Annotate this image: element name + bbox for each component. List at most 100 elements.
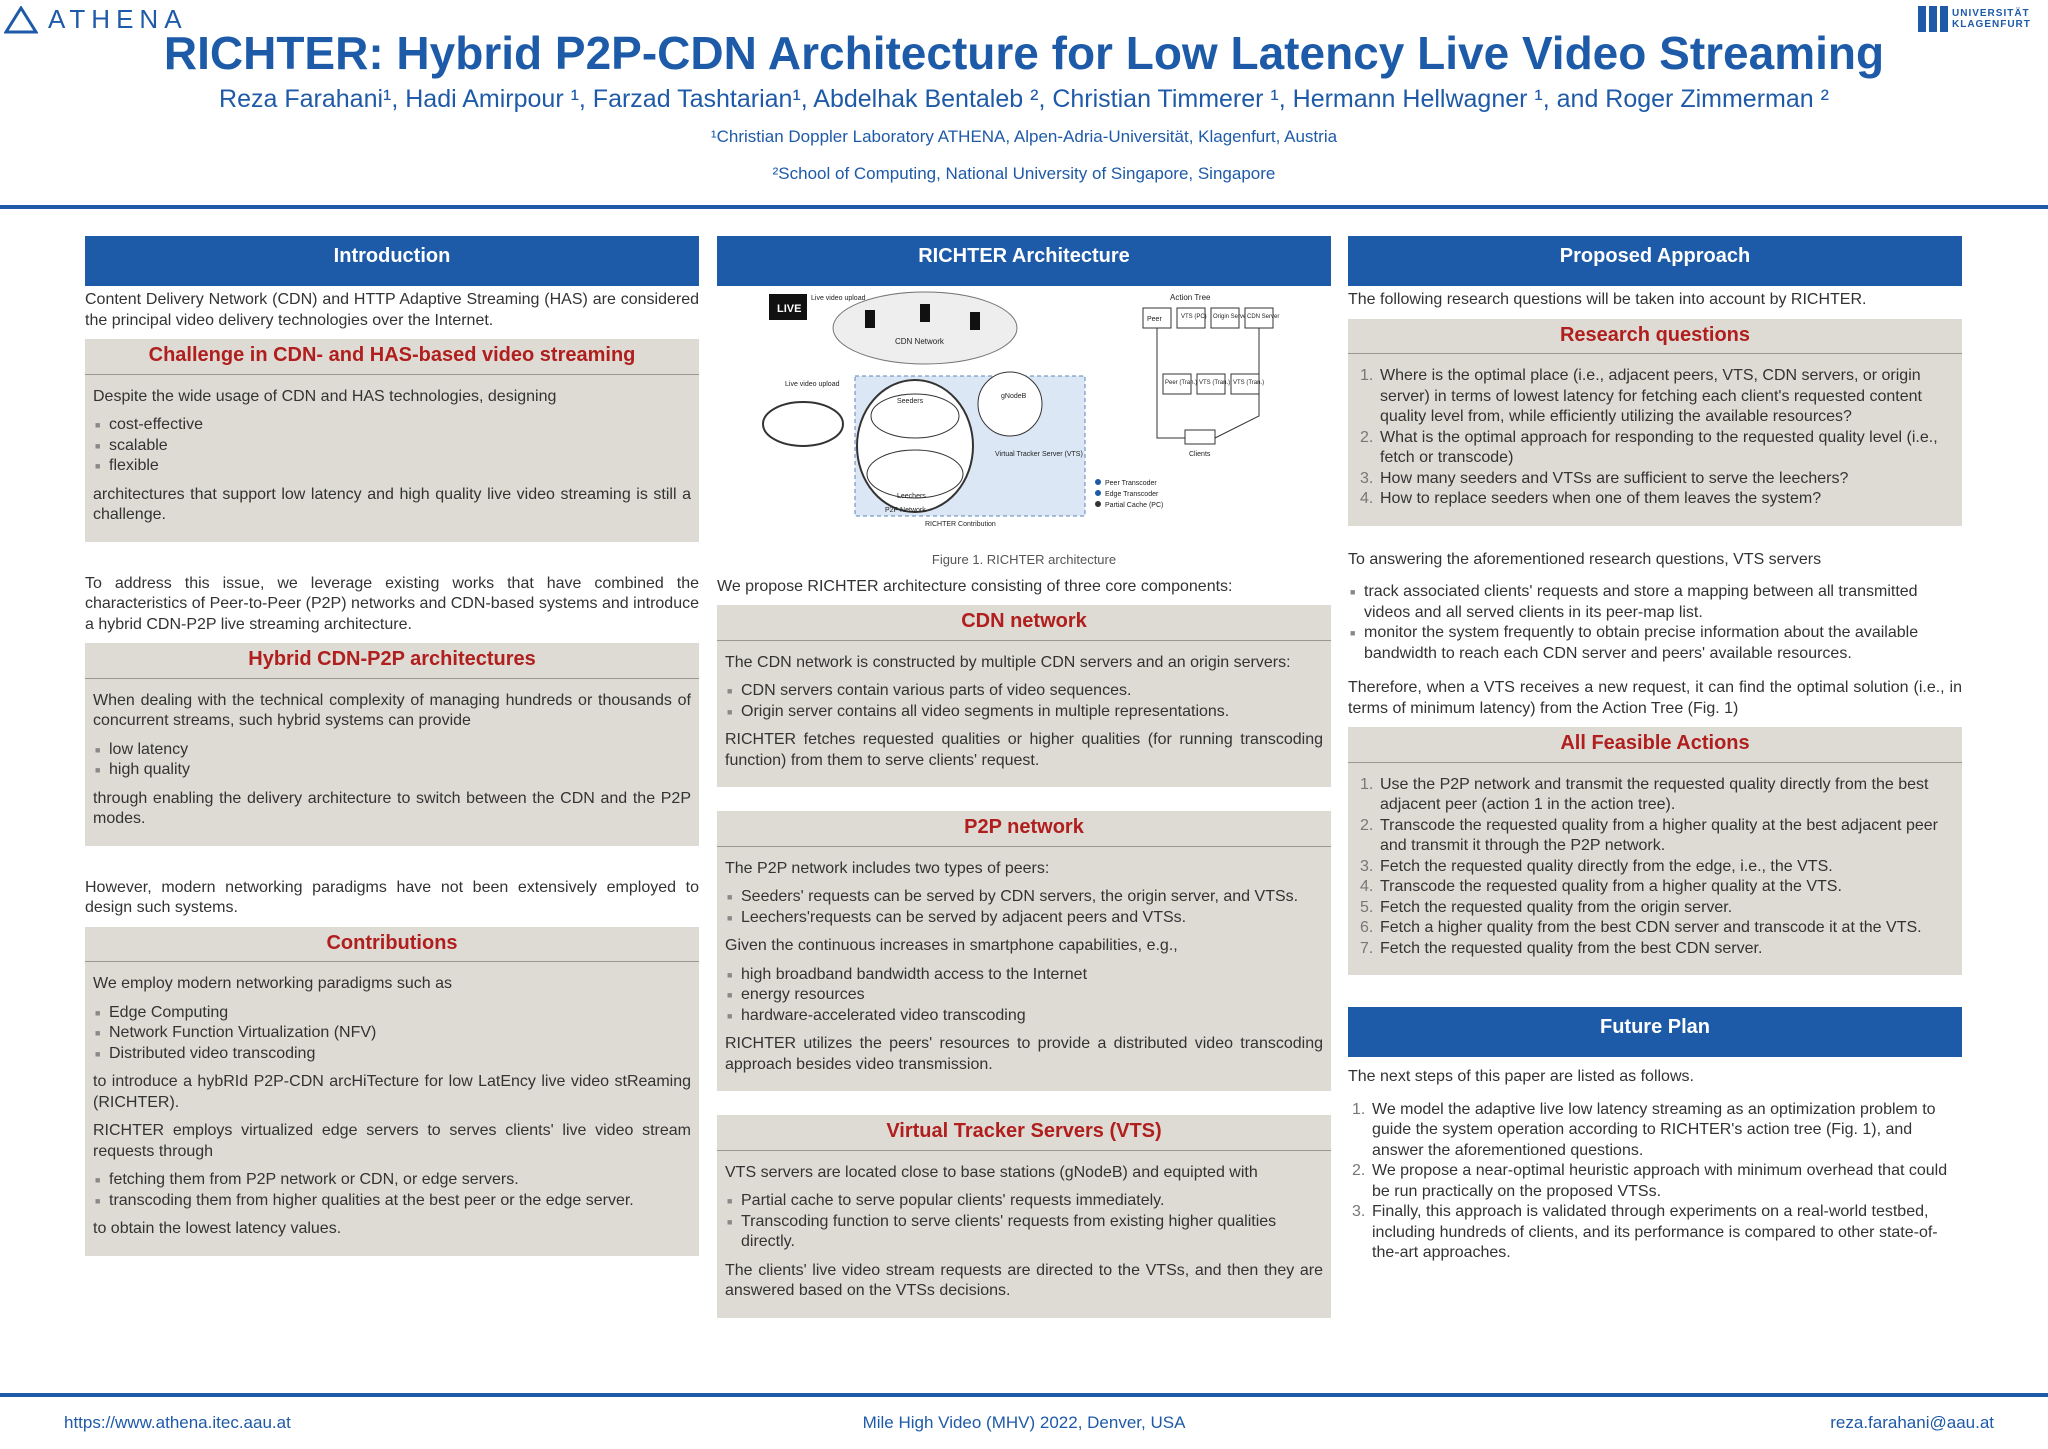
contribution-label: RICHTER Contribution [925,521,996,528]
list-item: 1.Where is the optimal place (i.e., adja… [1360,367,1922,425]
list-item: 3.Finally, this approach is validated th… [1352,1203,1938,1261]
hybrid-text: When dealing with the technical complexi… [93,691,691,730]
footer-venue: Mile High Video (MHV) 2022, Denver, USA [862,1413,1186,1432]
athena-logo-text: ATHENA [48,4,188,34]
university-logo: UNIVERSITÄT KLAGENFURT [1918,6,2048,32]
list-item: 2.What is the optimal approach for respo… [1360,428,1938,467]
live-upload-label-2: Live video upload [785,381,840,388]
arch-intro: We propose RICHTER architecture consisti… [717,577,1233,595]
cdn-text-2: RICHTER fetches requested qualities or h… [725,731,1323,769]
legend-label: Partial Cache (PC) [1105,502,1163,509]
list-item: 3.How many seeders and VTSs are sufficie… [1360,469,1849,487]
intro-paragraph-3: However, modern networking paradigms hav… [85,878,699,917]
cdn-server-icon [970,312,980,330]
list-item: Origin server contains all video segment… [725,702,1323,723]
header-divider [0,205,2048,209]
legend-marker [1095,501,1101,507]
tree-node [1176,307,1206,329]
contributions-text-4: to obtain the lowest latency values. [93,1220,342,1237]
seeders-label: Seeders [897,398,924,405]
p2p-network-label: P2P Network [885,507,926,514]
contributions-text-3: RICHTER employs virtualized edge servers… [93,1122,691,1160]
approach-intro: The following research questions will be… [1348,291,1867,308]
architecture-diagram: LIVE Live video upload CDN Network Live … [762,291,1279,528]
research-questions-title: Research questions [1348,319,1962,354]
intro-paragraph-1: Content Delivery Network (CDN) and HTTP … [85,291,699,329]
cdn-network-title: CDN network [717,605,1331,641]
tree-node-label: Origin Server [1213,314,1248,320]
future-intro: The next steps of this paper are listed … [1348,1068,1694,1085]
vts-text-2: The clients' live video stream requests … [725,1261,1323,1300]
list-item: CDN servers contain various parts of vid… [725,681,1323,702]
uploaders-group [762,401,844,447]
clients-label: Clients [1189,451,1211,458]
tree-node [1210,307,1240,329]
contributions-box: Contributions We employ modern networkin… [85,926,699,1256]
research-questions-box: Research questions 1.Where is the optima… [1348,318,1962,526]
vts-text: VTS servers are located close to base st… [725,1163,1258,1181]
cdn-cloud [832,291,1018,365]
list-item: energy resources [725,985,1323,1006]
introduction-column: Introduction Content Delivery Network (C… [85,236,699,1256]
p2p-text-2: Given the continuous increases in smartp… [725,937,1178,954]
athena-logo: ATHENA [4,4,188,35]
footer-url[interactable]: https://www.athena.itec.aau.at [64,1413,291,1432]
live-badge [769,294,807,320]
challenge-text-2: architectures that support low latency a… [93,485,691,524]
leechers-label: Leechers [897,493,926,500]
contributions-text: We employ modern networking paradigms su… [93,975,452,992]
tree-node-label: CDN Server [1247,314,1279,320]
hybrid-box: Hybrid CDN-P2P architectures When dealin… [85,643,699,846]
tree-node [1162,373,1192,395]
cdn-network-label: CDN Network [895,337,945,346]
footer-email[interactable]: reza.farahani@aau.at [1830,1413,1994,1432]
tree-node-label: VTS (PC) [1181,314,1207,320]
seeders-group [870,393,960,439]
legend-marker [1095,490,1101,496]
list-item: 4.Transcode the requested quality from a… [1360,878,1842,895]
list-item: 1.We model the adaptive live low latency… [1352,1100,1936,1159]
tree-node [1196,373,1226,395]
gnodeb-label: gNodeB [1001,393,1027,400]
cdn-server-icon [920,304,930,322]
affiliation-1: ¹Christian Doppler Laboratory ATHENA, Al… [710,127,1338,146]
feasible-actions-box: All Feasible Actions 1.Use the P2P netwo… [1348,727,1962,975]
tree-node-label: VTS (Tran.) [1233,380,1264,386]
approach-column: Proposed Approach The following research… [1348,236,1962,1272]
footer-divider [0,1393,2048,1397]
live-upload-label: Live video upload [811,295,866,302]
list-item: flexible [93,456,691,477]
architecture-figure: LIVE Live video upload CDN Network Live … [745,286,1303,544]
challenge-title: Challenge in CDN- and HAS-based video st… [85,339,699,375]
list-item: 2.Transcode the requested quality from a… [1360,816,1938,855]
p2p-text: The P2P network includes two types of pe… [725,859,1050,877]
list-item: Distributed video transcoding [93,1044,691,1065]
intro-paragraph-2: To address this issue, we leverage exist… [85,574,699,633]
list-item: Transcoding function to serve clients' r… [725,1212,1323,1253]
figure-caption: Figure 1. RICHTER architecture [931,552,1117,567]
challenge-text: Despite the wide usage of CDN and HAS te… [93,387,557,405]
feasible-actions-title: All Feasible Actions [1348,727,1962,763]
p2p-network-title: P2P network [717,811,1331,847]
tree-node-label: Peer (Tran.) [1165,380,1197,386]
gnodeb-circle [977,371,1043,437]
poster-title: RICHTER: Hybrid P2P-CDN Architecture for… [163,27,1885,79]
list-item: high broadband bandwidth access to the I… [725,965,1323,986]
cdn-server-icon [865,310,875,328]
hybrid-title: Hybrid CDN-P2P architectures [85,643,699,679]
vts-label: Virtual Tracker Server (VTS) [995,451,1083,458]
live-label: LIVE [777,303,801,315]
introduction-heading: Introduction [85,236,699,286]
p2p-text-3: RICHTER utilizes the peers' resources to… [725,1035,1323,1073]
list-item: 3.Fetch the requested quality directly f… [1360,857,1833,875]
approach-text-3: Therefore, when a VTS receives a new req… [1348,679,1962,717]
list-item: Network Function Virtualization (NFV) [93,1023,691,1044]
list-item: fetching them from P2P network or CDN, o… [93,1170,691,1191]
list-item: hardware-accelerated video transcoding [725,1006,1323,1027]
clients-node [1184,429,1216,445]
legend-label: Edge Transcoder [1105,491,1159,498]
tree-edge [1214,328,1260,439]
architecture-heading: RICHTER Architecture [717,236,1331,286]
list-item: low latency [93,740,691,761]
tree-node-label: Peer [1147,316,1162,323]
